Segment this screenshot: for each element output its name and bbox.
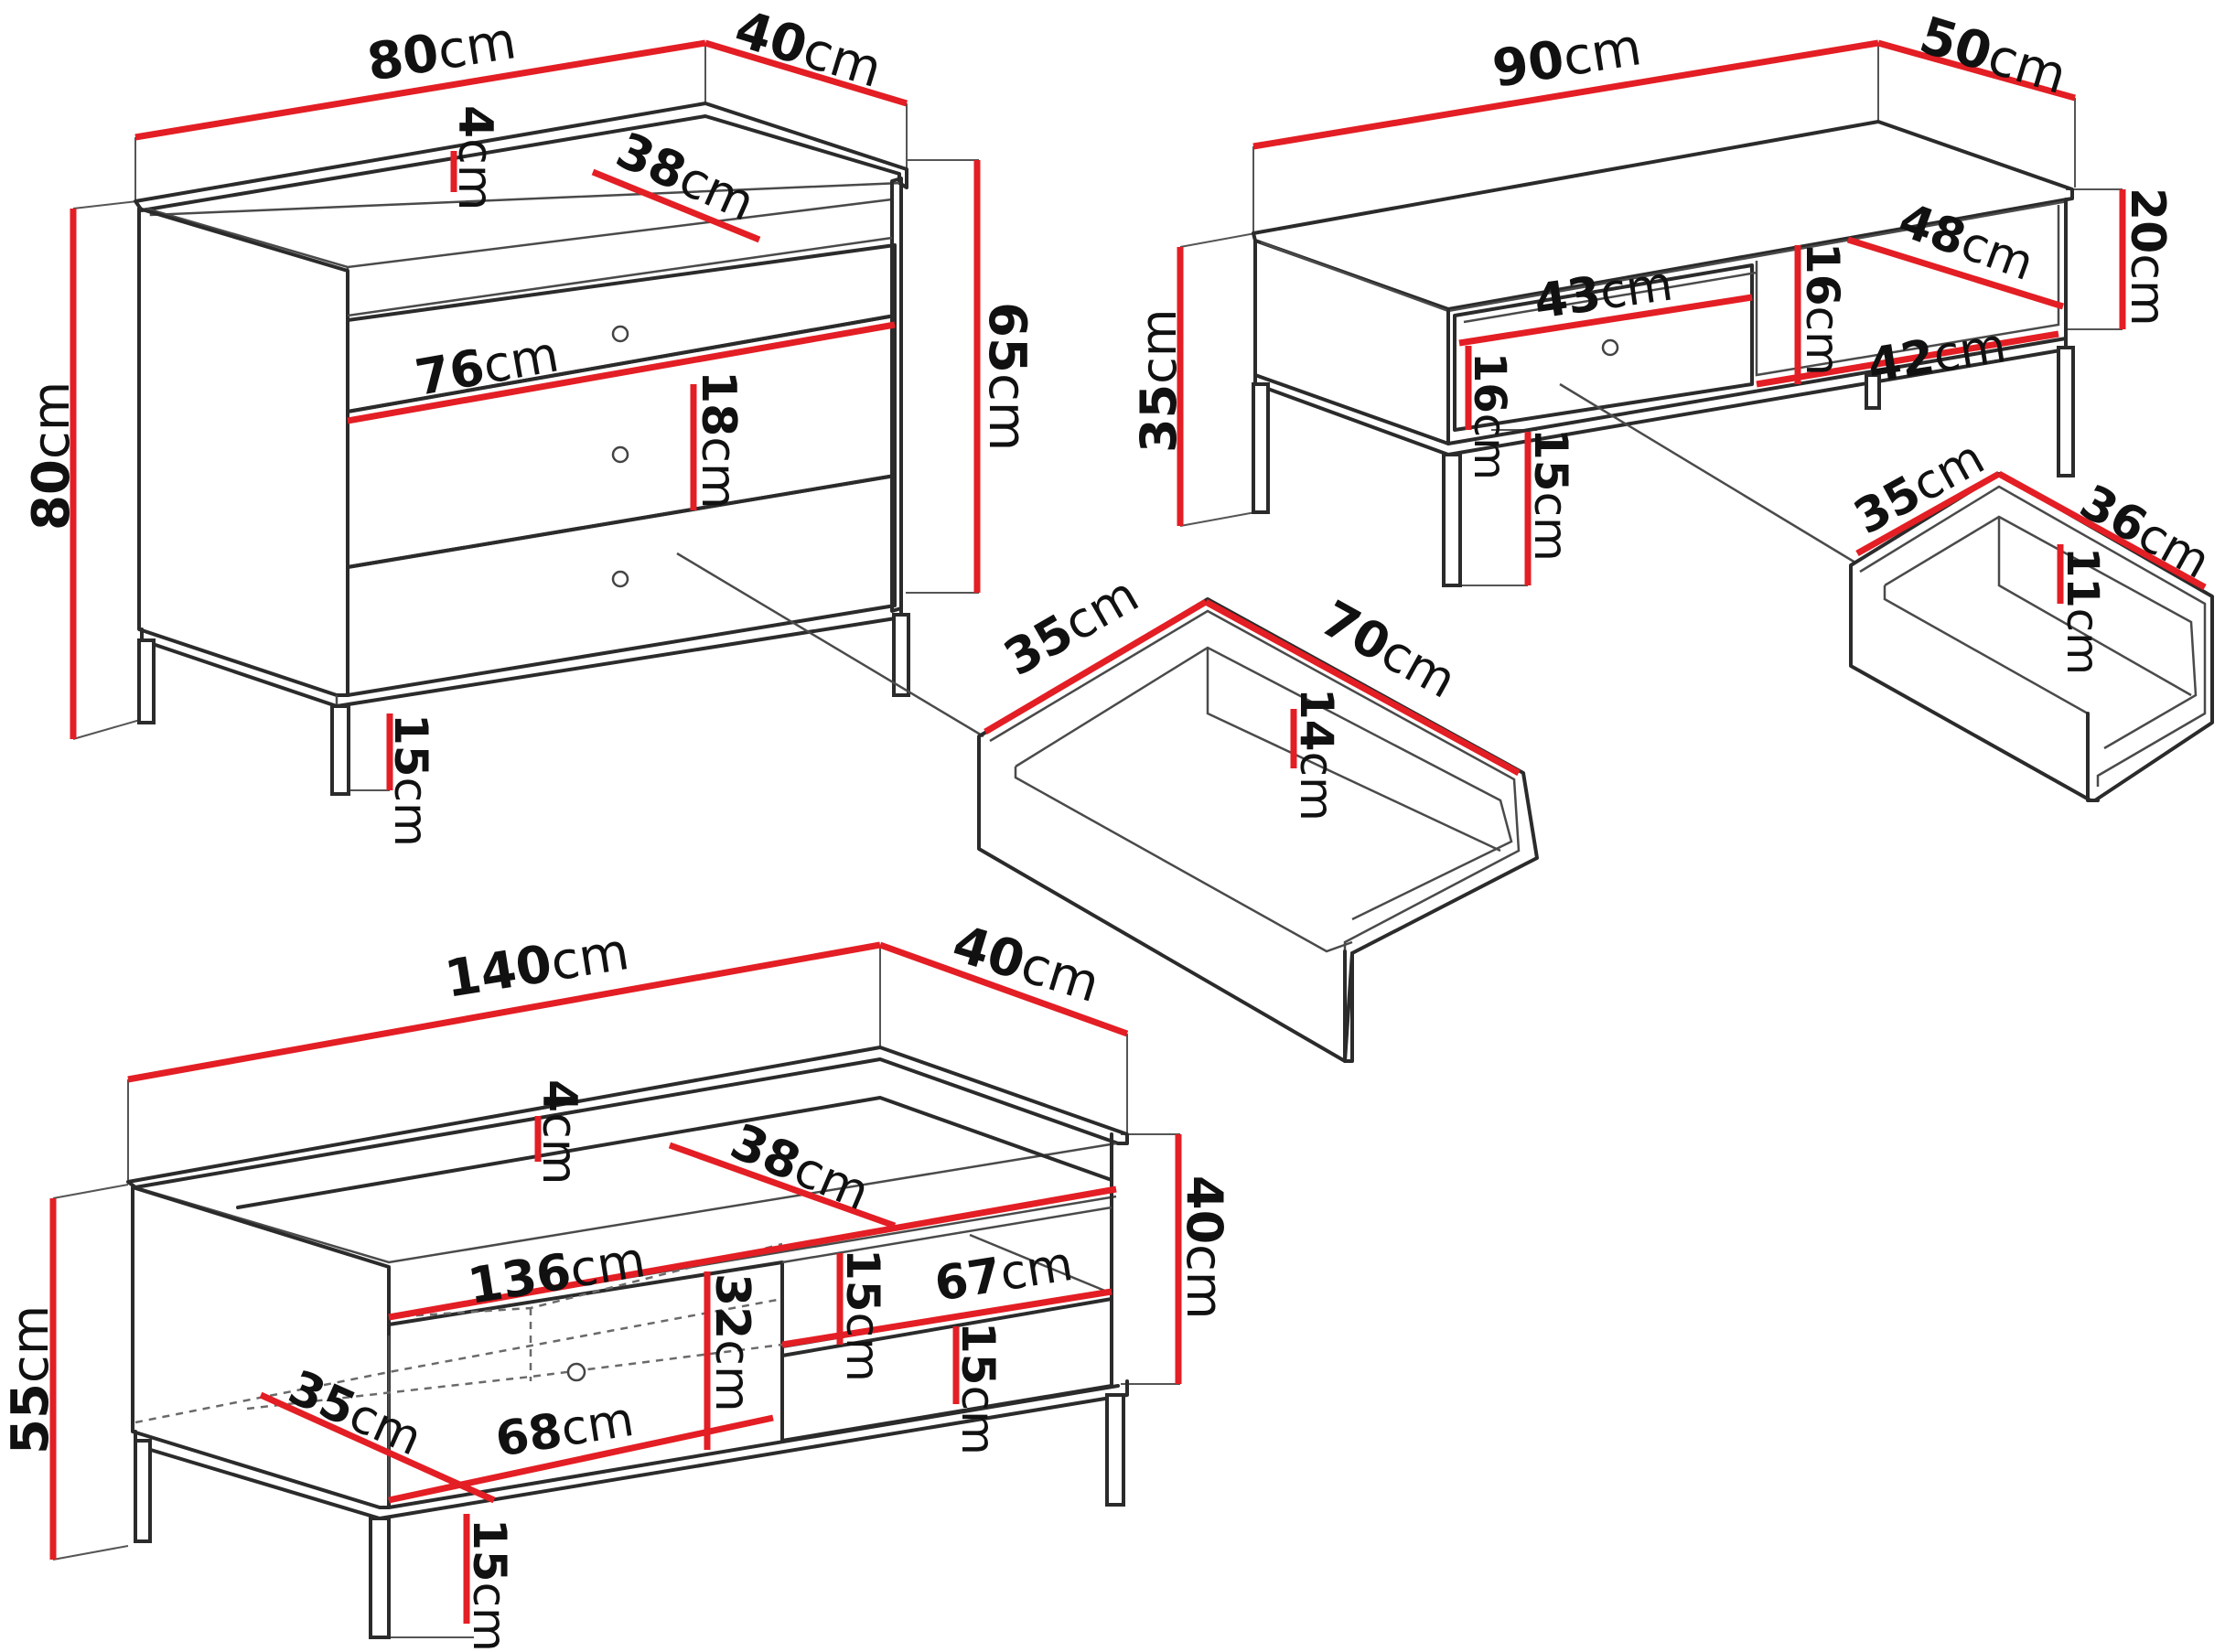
dresser-drawer-height-inner-label: 14cm	[1290, 688, 1343, 821]
bench-leg-height-label: 15cm	[1524, 428, 1577, 562]
dresser-body-height-label: 65cm	[977, 302, 1037, 451]
tv-unit-compartment-height-label: 32cm	[704, 1273, 759, 1412]
tv-unit-body-height-label: 40cm	[1176, 1175, 1233, 1319]
tv-unit-bottom-depth-label: 35cm	[281, 1360, 430, 1466]
bench-height-label: 35cm	[1130, 309, 1188, 453]
tv-unit-bottom-width-label: 68cm	[492, 1392, 638, 1468]
dresser-width-label: 80cm	[363, 11, 520, 93]
tv-unit-drawing	[49, 941, 1182, 1639]
dresser-drawing	[70, 39, 1539, 1063]
tv-unit-inner-depth-label: 38cm	[723, 1112, 878, 1222]
tv-unit-leg-height-label: 15cm	[463, 1518, 516, 1652]
dresser-inner-width-label: 76cm	[411, 325, 563, 406]
tv-unit-lower-shelf-height-label: 15cm	[951, 1322, 1005, 1455]
tv-unit-upper-shelf-height-label: 15cm	[836, 1249, 889, 1382]
bench-drawing	[1177, 39, 2214, 802]
bench-drawer-height-label: 11cm	[2057, 547, 2108, 675]
tv-unit-top-gap-label: 4cm	[532, 1079, 586, 1185]
dresser-depth-label: 40cm	[728, 0, 888, 100]
tv-unit-shelf-width-label: 67cm	[931, 1237, 1077, 1313]
dresser-top-gap-label: 4cm	[447, 105, 502, 210]
bench-width-label: 90cm	[1489, 17, 1645, 100]
bench-depth-label: 50cm	[1913, 5, 2073, 106]
dresser-leg-height-label: 15cm	[384, 713, 437, 847]
dresser-height-label: 80cm	[22, 381, 81, 531]
dresser-drawer-height-label: 18cm	[691, 370, 746, 510]
bench-shelf-height-label: 16cm	[1796, 242, 1849, 376]
bench-shelf-width-label: 42cm	[1865, 318, 2010, 394]
bench-top-height-label: 20cm	[2120, 188, 2175, 327]
bench-drawer-width-2-label: 35cm	[1845, 430, 1994, 545]
tv-unit-height-label: 55cm	[1, 1305, 60, 1454]
dresser-drawer-width-label: 35cm	[994, 565, 1148, 687]
bench-drawer-front-label: 16cm	[1464, 352, 1515, 480]
dresser-inner-depth-label: 38cm	[608, 121, 763, 232]
bench-drawer-width-label: 43cm	[1531, 256, 1675, 330]
